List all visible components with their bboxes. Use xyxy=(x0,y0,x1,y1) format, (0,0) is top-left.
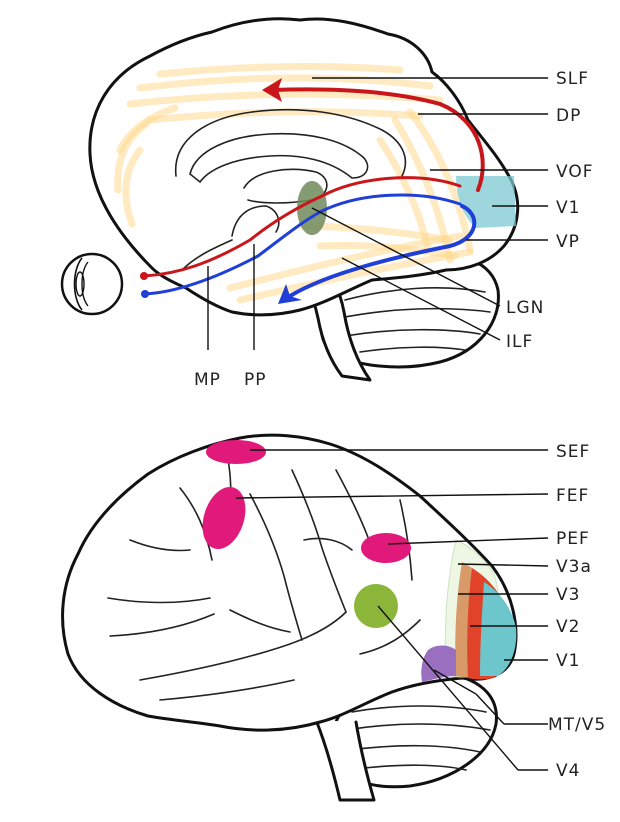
dorsal-arrowhead xyxy=(262,78,282,102)
label-fef: FEF xyxy=(556,486,589,506)
cerebrum-outline xyxy=(88,17,520,317)
bottom-leader-lines xyxy=(235,449,549,771)
lateral-sulci xyxy=(107,447,421,701)
label-vof: VOF xyxy=(556,162,594,182)
cerebellum-folia-lateral xyxy=(345,705,491,771)
lateral-brain-diagram: SEF FEF PEF V3a V3 V2 V1 MT/V5 V4 xyxy=(61,433,606,802)
top-leader-lines xyxy=(207,77,548,350)
label-pef: PEF xyxy=(556,529,590,549)
ventral-stream-arrow xyxy=(288,204,477,298)
diencephalon-outline xyxy=(231,205,280,237)
fef-region xyxy=(202,486,246,550)
eye-icon xyxy=(60,252,149,316)
mt-v5-region xyxy=(421,645,456,682)
medial-brain-diagram: SLF DP VOF V1 VP LGN ILF MP PP xyxy=(60,17,594,390)
label-v1-bottom: V1 xyxy=(556,651,580,671)
label-v2: V2 xyxy=(556,617,580,637)
label-vp: VP xyxy=(556,232,580,252)
label-dp: DP xyxy=(556,106,581,126)
label-v4: V4 xyxy=(556,761,580,781)
label-mt-v5: MT/V5 xyxy=(548,715,606,735)
label-v1-top: V1 xyxy=(556,198,580,218)
dorsal-pathway-to-v1 xyxy=(320,176,462,198)
cingulate-sulcus xyxy=(174,108,407,177)
dorsal-pathway-red-arrow xyxy=(142,194,324,278)
label-v3a: V3a xyxy=(556,557,592,577)
v1-region-lateral xyxy=(480,582,517,676)
label-mp: MP xyxy=(194,370,221,390)
label-v3: V3 xyxy=(556,585,580,605)
label-lgn: LGN xyxy=(506,298,544,318)
brainstem-outline-lateral xyxy=(314,718,376,802)
ventral-arrowhead xyxy=(278,284,302,304)
dorsal-stream-arrow xyxy=(270,87,485,192)
label-ilf: ILF xyxy=(506,332,533,352)
thalamus-outline xyxy=(243,168,328,204)
ventral-pathway-to-v1 xyxy=(318,193,462,214)
cerebellum-folia xyxy=(339,287,491,353)
pef-region xyxy=(361,533,411,563)
ventral-pathway-blue-arrow xyxy=(143,210,322,296)
corpus-callosum xyxy=(189,132,369,184)
label-sef: SEF xyxy=(556,442,590,462)
sef-region xyxy=(206,440,266,464)
optic-region xyxy=(181,239,233,271)
label-pp: PP xyxy=(244,370,267,390)
label-slf: SLF xyxy=(556,69,589,89)
